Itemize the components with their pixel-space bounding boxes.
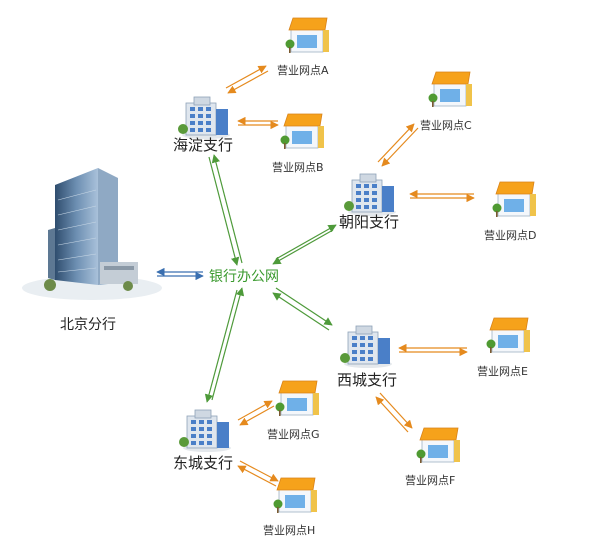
hq-label: 北京分行 (60, 317, 116, 333)
outlet-label-G: 营业网点G (267, 428, 320, 441)
outlet-label-F: 营业网点F (405, 474, 456, 487)
outlet-shop-icon-D (492, 181, 536, 217)
link-hub-chaoyang (272, 224, 337, 265)
outlet-shop-icon-F (416, 427, 460, 463)
branch-label-xicheng: 西城支行 (337, 371, 398, 389)
link-hub-dongcheng (204, 287, 245, 403)
outlet-label-D: 营业网点D (484, 229, 537, 242)
branch-building-icon-haidian (178, 96, 230, 139)
outlet-label-H: 营业网点H (263, 524, 316, 537)
link-hub-xicheng (272, 287, 333, 331)
link-dongcheng-G (237, 400, 275, 426)
hub-label: 银行办公网 (209, 269, 279, 285)
outlet-shop-icon-A (285, 17, 329, 53)
link-haidian-B (237, 116, 279, 130)
outlet-shop-icon-C (428, 71, 472, 107)
link-haidian-A (225, 65, 269, 94)
link-dongcheng-H (237, 460, 279, 487)
link-xicheng-F (375, 392, 413, 433)
link-hub-haidian (208, 154, 243, 266)
branch-building-icon-chaoyang (344, 173, 396, 216)
outlet-shop-icon-B (280, 113, 324, 149)
hub-branch-links (204, 154, 337, 403)
hq-building-icon (22, 168, 162, 300)
branch-label-chaoyang: 朝阳支行 (339, 213, 400, 231)
branch-outlet-links (225, 65, 475, 487)
branch-label-dongcheng: 东城支行 (173, 454, 234, 472)
hq-hub-link (156, 267, 204, 281)
outlet-label-E: 营业网点E (477, 365, 528, 378)
branch-label-haidian: 海淀支行 (173, 136, 234, 154)
outlet-shop-icon-H (273, 477, 317, 513)
branch-building-icon-xicheng (340, 325, 392, 368)
outlet-label-C: 营业网点C (420, 119, 472, 132)
outlet-shop-icon-G (275, 380, 319, 416)
link-xicheng-E (398, 343, 468, 357)
branch-building-icon-dongcheng (179, 409, 231, 452)
link-chaoyang-C (377, 123, 419, 167)
link-chaoyang-D (409, 189, 475, 203)
outlet-shop-icon-E (486, 317, 530, 353)
outlet-label-A: 营业网点A (277, 64, 329, 77)
outlet-label-B: 营业网点B (272, 161, 324, 174)
